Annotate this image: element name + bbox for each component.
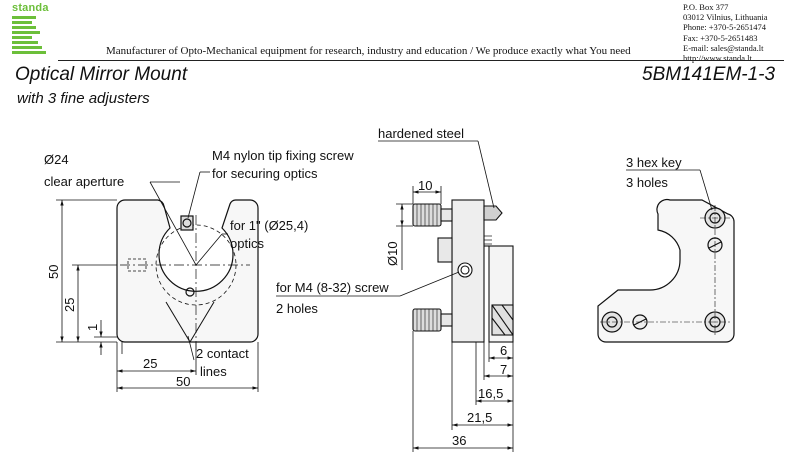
contact-email[interactable]: E-mail: sales@standa.lt [683, 42, 764, 53]
dim-center-width-25: 25 [143, 356, 157, 371]
front-view [116, 199, 259, 350]
optics-label: optics [230, 236, 264, 251]
contact-city: 03012 Vilnius, Lithuania [683, 12, 768, 23]
dim-16-5: 16,5 [478, 386, 503, 401]
contact-line-right [189, 301, 215, 343]
hardened-steel-tip [483, 205, 503, 221]
rear-view-leader [626, 169, 713, 211]
company-tagline: Manufacturer of Opto-Mechanical equipmen… [106, 45, 631, 57]
hardened-steel-label: hardened steel [378, 126, 464, 141]
product-subtitle: with 3 fine adjusters [17, 90, 150, 107]
product-title: Optical Mirror Mount [15, 64, 188, 85]
aperture-diameter-label: Ø24 [44, 152, 69, 167]
hex-holes-label: 3 holes [626, 175, 668, 190]
contact-lines-label-1: 2 contact [196, 346, 249, 361]
hex-key-label: 3 hex key [626, 155, 682, 170]
clear-aperture-label: clear aperture [44, 174, 124, 189]
rear-view-body [597, 198, 735, 343]
dim-center-height-25: 25 [62, 298, 77, 312]
dim-36: 36 [452, 433, 466, 448]
contact-address: P.O. Box 377 [683, 2, 729, 12]
side-view [412, 199, 514, 343]
dim-21-5: 21,5 [467, 410, 492, 425]
contact-block: P.O. Box 377 03012 Vilnius, Lithuania Ph… [683, 2, 768, 63]
dim-width-50: 50 [176, 374, 190, 389]
contact-phone: Phone: +370-5-2651474 [683, 22, 766, 33]
front-view-dimensions [56, 171, 259, 392]
rear-view [597, 198, 735, 343]
contact-website[interactable]: http://www.standa.lt [683, 53, 752, 64]
dim-6: 6 [500, 343, 507, 358]
header-divider [58, 60, 784, 61]
dim-7: 7 [500, 362, 507, 377]
dim-knob-width-10: 10 [418, 178, 432, 193]
fixing-screw [180, 215, 194, 231]
dim-height-50: 50 [46, 265, 61, 279]
contact-lines-label-2: lines [200, 364, 227, 379]
m4-holes-label: 2 holes [276, 301, 318, 316]
contact-line-left [165, 301, 191, 343]
fixing-screw-label: M4 nylon tip fixing screw [212, 148, 354, 163]
m4-screw-label: for M4 (8-32) screw [276, 280, 389, 295]
m4-screw-hole [457, 262, 473, 278]
front-view-body [116, 199, 259, 343]
standa-logo [12, 16, 46, 54]
logo-wordmark: standa [12, 2, 49, 14]
dim-knob-diameter: Ø10 [385, 241, 400, 266]
part-number: 5BM141EM-1-3 [642, 64, 776, 85]
dim-offset-1: 1 [85, 324, 100, 331]
fixing-screw-purpose-label: for securing optics [212, 166, 318, 181]
side-view-dimensions [276, 140, 514, 452]
contact-fax: Fax: +370-5-2651483 [683, 32, 758, 43]
optics-size-label: for 1" (Ø25,4) [230, 218, 308, 233]
